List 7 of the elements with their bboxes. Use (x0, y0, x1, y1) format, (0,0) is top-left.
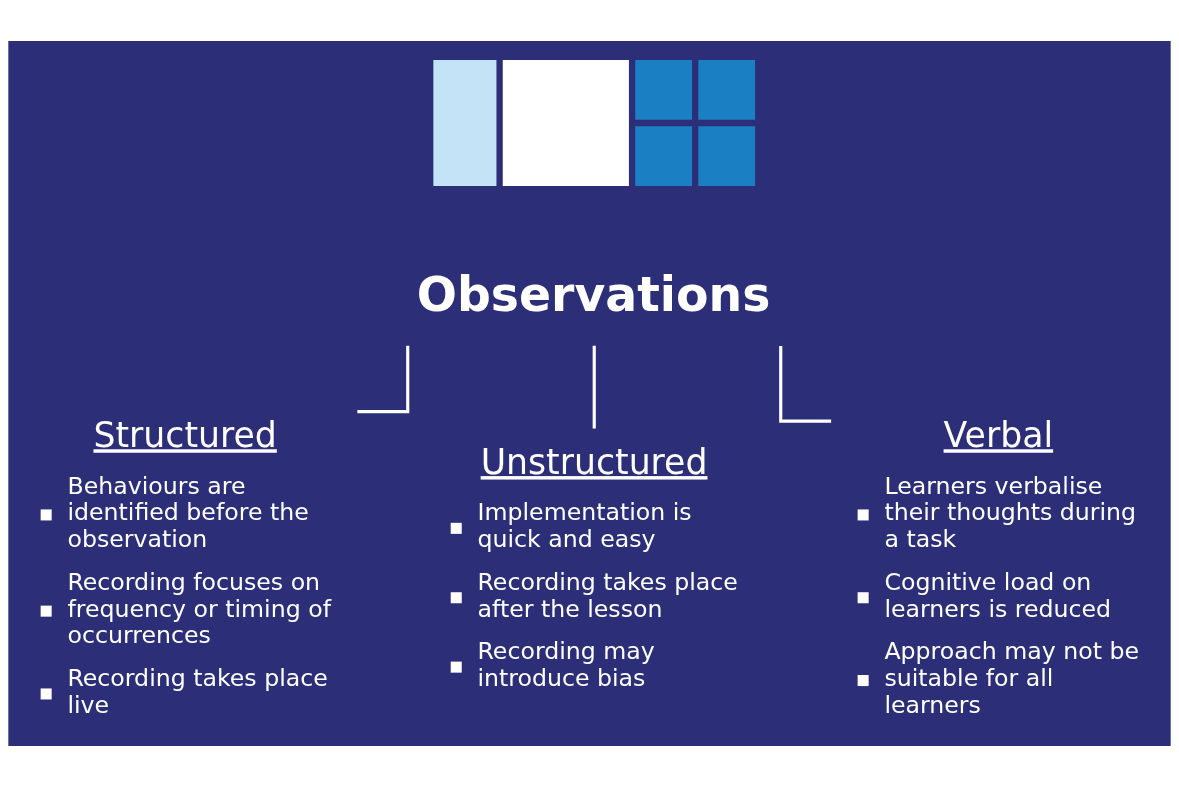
node-text: Observations (416, 266, 771, 322)
node-text: Unstructured Implementation is quick and easy Recording takes place after the lesson Recording may introduce bias (477, 441, 738, 692)
connector (779, 345, 832, 423)
node-text: Verbal Learners verbalise their thoughts during a task Cognitive load on learners is reduced Approach may not be suitable for all learners (884, 414, 1140, 719)
connector (592, 345, 596, 429)
connector (357, 345, 410, 413)
node-text: Structured Behaviours are identified before the observation Recording focuses on frequency or timing of occurrences Recording takes place live (67, 414, 331, 719)
